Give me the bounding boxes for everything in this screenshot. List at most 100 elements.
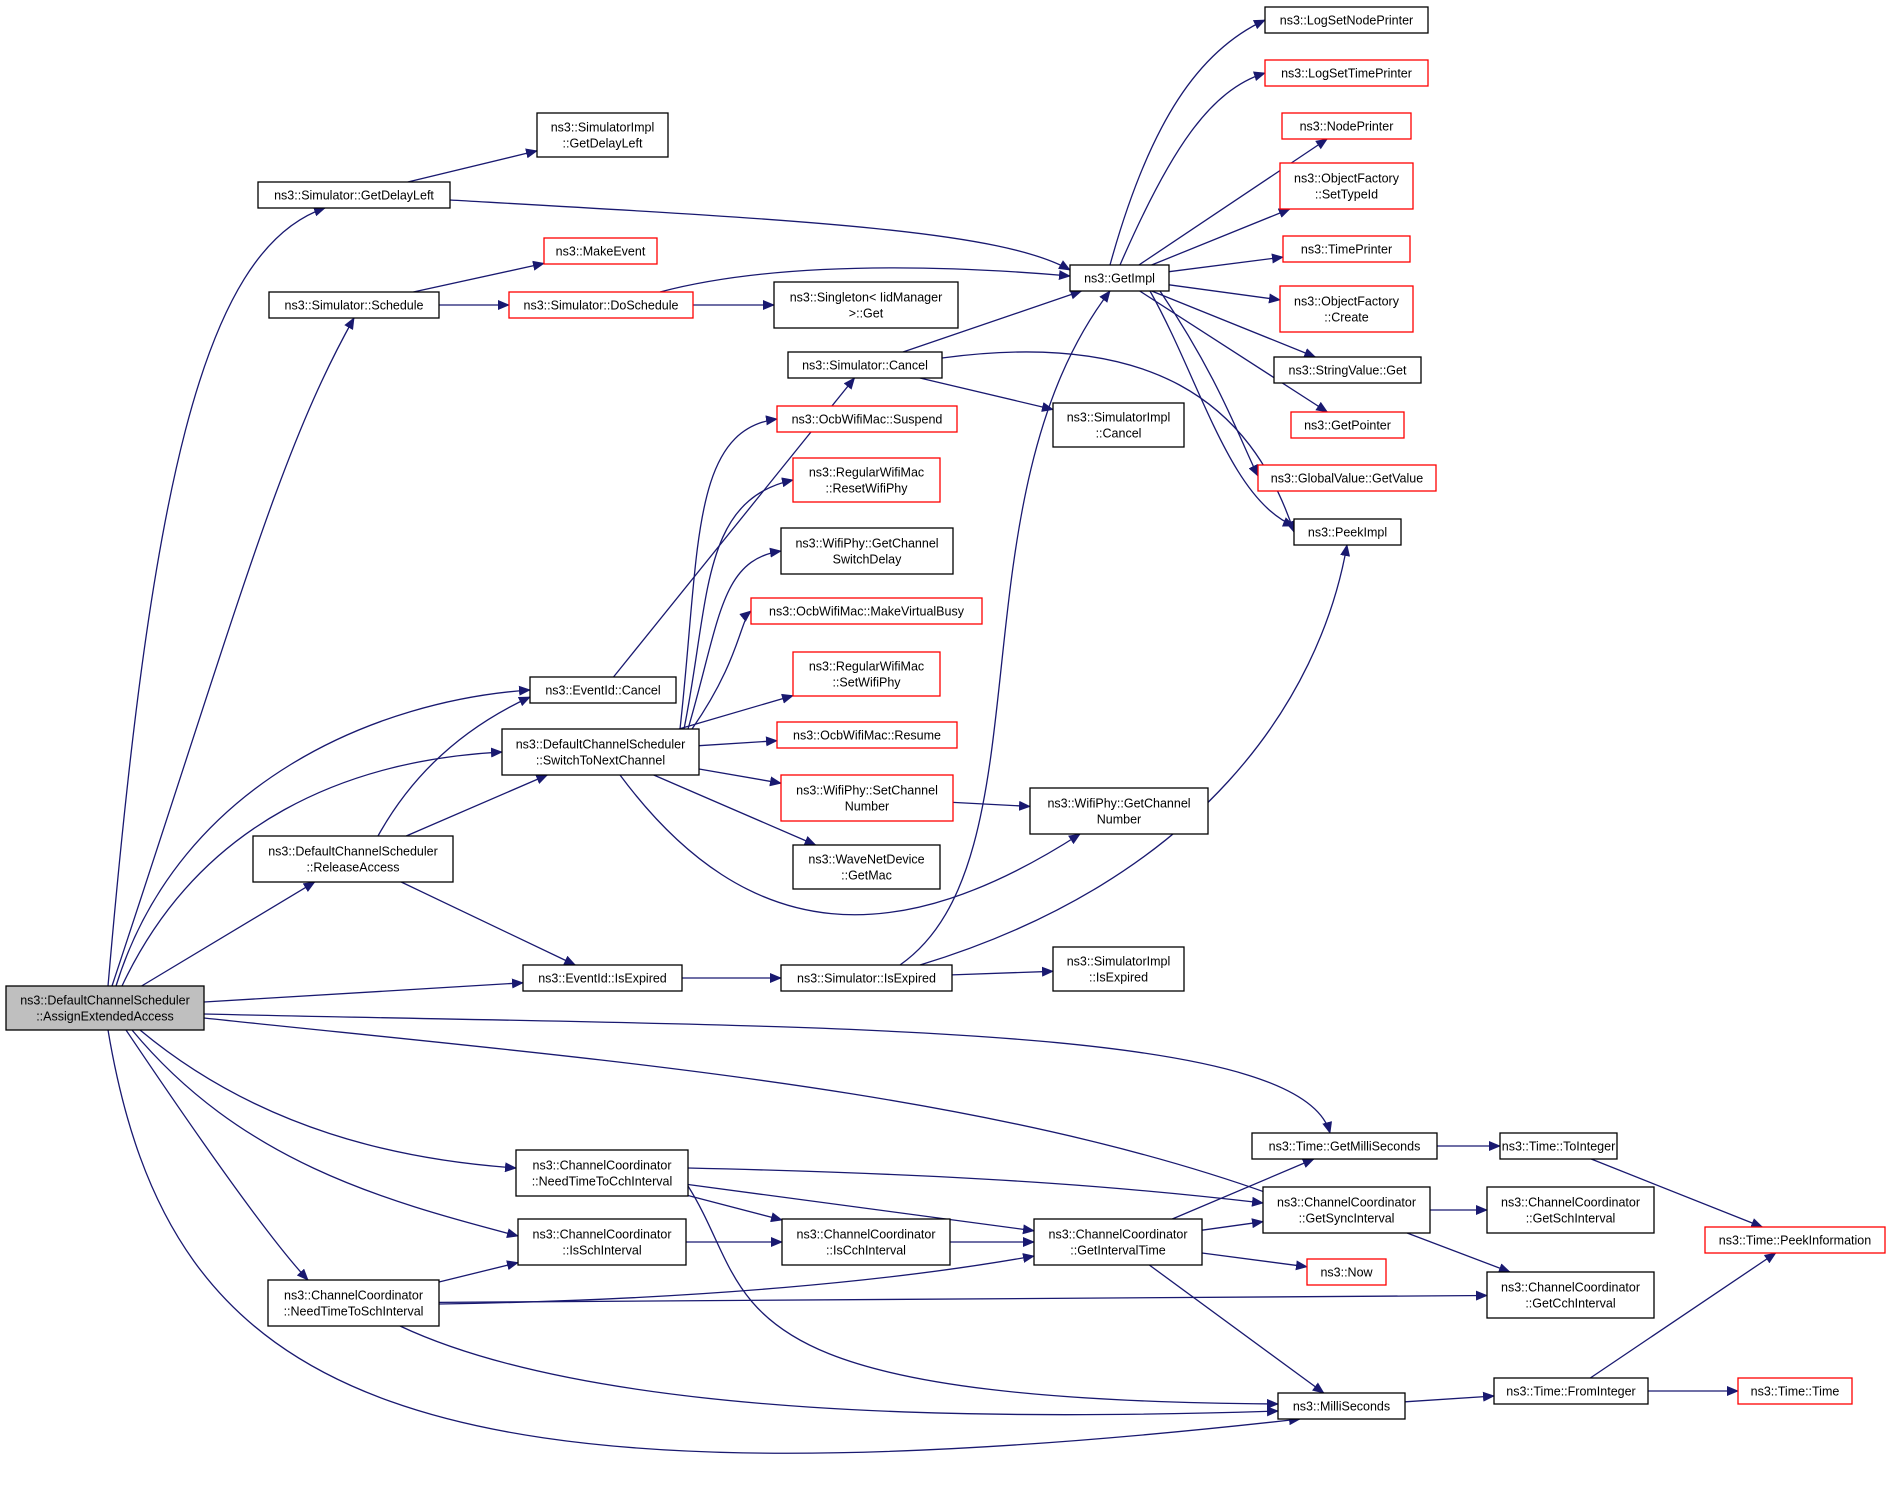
node-implCancel[interactable]: ns3::SimulatorImpl::Cancel xyxy=(1052,402,1185,448)
node-box[interactable] xyxy=(1033,1218,1203,1266)
node-box[interactable] xyxy=(776,405,958,433)
node-box[interactable] xyxy=(267,1279,440,1327)
node-box[interactable] xyxy=(1257,464,1437,492)
node-getMilli[interactable]: ns3::Time::GetMilliSeconds xyxy=(1251,1132,1438,1160)
node-box[interactable] xyxy=(776,721,958,749)
node-getMac[interactable]: ns3::WaveNetDevice::GetMac xyxy=(792,844,941,890)
node-implDelayLeft[interactable]: ns3::SimulatorImpl::GetDelayLeft xyxy=(536,112,669,158)
node-box[interactable] xyxy=(781,1218,951,1266)
node-box[interactable] xyxy=(1486,1271,1655,1319)
node-box[interactable] xyxy=(1486,1186,1655,1234)
node-box[interactable] xyxy=(1029,787,1209,835)
node-getSync[interactable]: ns3::ChannelCoordinator::GetSyncInterval xyxy=(1262,1186,1431,1234)
node-box[interactable] xyxy=(792,844,941,890)
node-resume[interactable]: ns3::OcbWifiMac::Resume xyxy=(776,721,958,749)
node-timePrinter[interactable]: ns3::TimePrinter xyxy=(1282,235,1411,263)
node-singleton[interactable]: ns3::Singleton< IidManager>::Get xyxy=(773,281,959,329)
node-box[interactable] xyxy=(787,351,943,379)
node-milli[interactable]: ns3::MilliSeconds xyxy=(1277,1392,1406,1420)
node-nodePrinter[interactable]: ns3::NodePrinter xyxy=(1281,112,1412,140)
node-box[interactable] xyxy=(1499,1132,1618,1160)
node-logNode[interactable]: ns3::LogSetNodePrinter xyxy=(1264,6,1429,34)
node-box[interactable] xyxy=(1290,411,1405,439)
node-now[interactable]: ns3::Now xyxy=(1306,1258,1387,1286)
node-box[interactable] xyxy=(750,597,983,625)
node-setPhy[interactable]: ns3::RegularWifiMac::SetWifiPhy xyxy=(792,651,941,697)
node-box[interactable] xyxy=(268,291,440,319)
node-getImpl[interactable]: ns3::GetImpl xyxy=(1069,264,1170,292)
node-isCch[interactable]: ns3::ChannelCoordinator::IsCchInterval xyxy=(781,1218,951,1266)
node-box[interactable] xyxy=(536,112,669,158)
node-simExpired[interactable]: ns3::Simulator::IsExpired xyxy=(780,964,953,992)
node-box[interactable] xyxy=(1251,1132,1438,1160)
node-box[interactable] xyxy=(1279,285,1414,333)
node-getSch[interactable]: ns3::ChannelCoordinator::GetSchInterval xyxy=(1486,1186,1655,1234)
node-box[interactable] xyxy=(773,281,959,329)
node-resetPhy[interactable]: ns3::RegularWifiMac::ResetWifiPhy xyxy=(792,457,941,503)
node-implExpired[interactable]: ns3::SimulatorImpl::IsExpired xyxy=(1052,946,1185,992)
node-release[interactable]: ns3::DefaultChannelScheduler::ReleaseAcc… xyxy=(252,835,454,883)
node-box[interactable] xyxy=(1052,402,1185,448)
node-logTime[interactable]: ns3::LogSetTimePrinter xyxy=(1264,59,1429,87)
node-peekImpl[interactable]: ns3::PeekImpl xyxy=(1293,518,1402,546)
node-box[interactable] xyxy=(1306,1258,1387,1286)
node-box[interactable] xyxy=(252,835,454,883)
node-getCch[interactable]: ns3::ChannelCoordinator::GetCchInterval xyxy=(1486,1271,1655,1319)
node-box[interactable] xyxy=(515,1149,689,1197)
node-box[interactable] xyxy=(780,964,953,992)
node-eventCancel[interactable]: ns3::EventId::Cancel xyxy=(529,676,677,704)
node-box[interactable] xyxy=(529,676,677,704)
node-box[interactable] xyxy=(1293,518,1402,546)
node-timeTime[interactable]: ns3::Time::Time xyxy=(1737,1377,1853,1405)
node-doSchedule[interactable]: ns3::Simulator::DoSchedule xyxy=(508,291,694,319)
node-box[interactable] xyxy=(1279,162,1414,210)
node-suspend[interactable]: ns3::OcbWifiMac::Suspend xyxy=(776,405,958,433)
node-ofCreate[interactable]: ns3::ObjectFactory::Create xyxy=(1279,285,1414,333)
node-box[interactable] xyxy=(1737,1377,1853,1405)
node-box[interactable] xyxy=(1277,1392,1406,1420)
node-makeEvent[interactable]: ns3::MakeEvent xyxy=(543,237,658,265)
node-box[interactable] xyxy=(543,237,658,265)
node-getInterval[interactable]: ns3::ChannelCoordinator::GetIntervalTime xyxy=(1033,1218,1203,1266)
node-box[interactable] xyxy=(1069,264,1170,292)
node-switchNext[interactable]: ns3::DefaultChannelScheduler::SwitchToNe… xyxy=(501,728,700,776)
node-box[interactable] xyxy=(1704,1226,1886,1254)
node-box[interactable] xyxy=(1262,1186,1431,1234)
node-assign[interactable]: ns3::DefaultChannelScheduler::AssignExte… xyxy=(5,985,205,1031)
node-box[interactable] xyxy=(1493,1377,1649,1405)
node-box[interactable] xyxy=(1264,59,1429,87)
node-peekInfo[interactable]: ns3::Time::PeekInformation xyxy=(1704,1226,1886,1254)
node-needSch[interactable]: ns3::ChannelCoordinator::NeedTimeToSchIn… xyxy=(267,1279,440,1327)
node-getDelayLeft[interactable]: ns3::Simulator::GetDelayLeft xyxy=(257,181,451,209)
node-needCch[interactable]: ns3::ChannelCoordinator::NeedTimeToCchIn… xyxy=(515,1149,689,1197)
node-box[interactable] xyxy=(1264,6,1429,34)
node-simCancel[interactable]: ns3::Simulator::Cancel xyxy=(787,351,943,379)
node-box[interactable] xyxy=(522,964,683,992)
node-isSch[interactable]: ns3::ChannelCoordinator::IsSchInterval xyxy=(517,1218,687,1266)
node-ofSetType[interactable]: ns3::ObjectFactory::SetTypeId xyxy=(1279,162,1414,210)
node-getPointer[interactable]: ns3::GetPointer xyxy=(1290,411,1405,439)
node-toInteger[interactable]: ns3::Time::ToInteger xyxy=(1499,1132,1618,1160)
node-strGet[interactable]: ns3::StringValue::Get xyxy=(1273,356,1422,384)
node-box[interactable] xyxy=(792,651,941,697)
node-virtualBusy[interactable]: ns3::OcbWifiMac::MakeVirtualBusy xyxy=(750,597,983,625)
node-box[interactable] xyxy=(1052,946,1185,992)
node-box[interactable] xyxy=(780,774,954,822)
node-box[interactable] xyxy=(517,1218,687,1266)
node-box[interactable] xyxy=(1281,112,1412,140)
node-box[interactable] xyxy=(501,728,700,776)
node-box[interactable] xyxy=(1282,235,1411,263)
node-fromInteger[interactable]: ns3::Time::FromInteger xyxy=(1493,1377,1649,1405)
node-eventExpired[interactable]: ns3::EventId::IsExpired xyxy=(522,964,683,992)
node-box[interactable] xyxy=(257,181,451,209)
node-box[interactable] xyxy=(780,527,954,575)
node-box[interactable] xyxy=(508,291,694,319)
node-box[interactable] xyxy=(5,985,205,1031)
node-globalValue[interactable]: ns3::GlobalValue::GetValue xyxy=(1257,464,1437,492)
node-schedule[interactable]: ns3::Simulator::Schedule xyxy=(268,291,440,319)
node-box[interactable] xyxy=(1273,356,1422,384)
node-box[interactable] xyxy=(792,457,941,503)
